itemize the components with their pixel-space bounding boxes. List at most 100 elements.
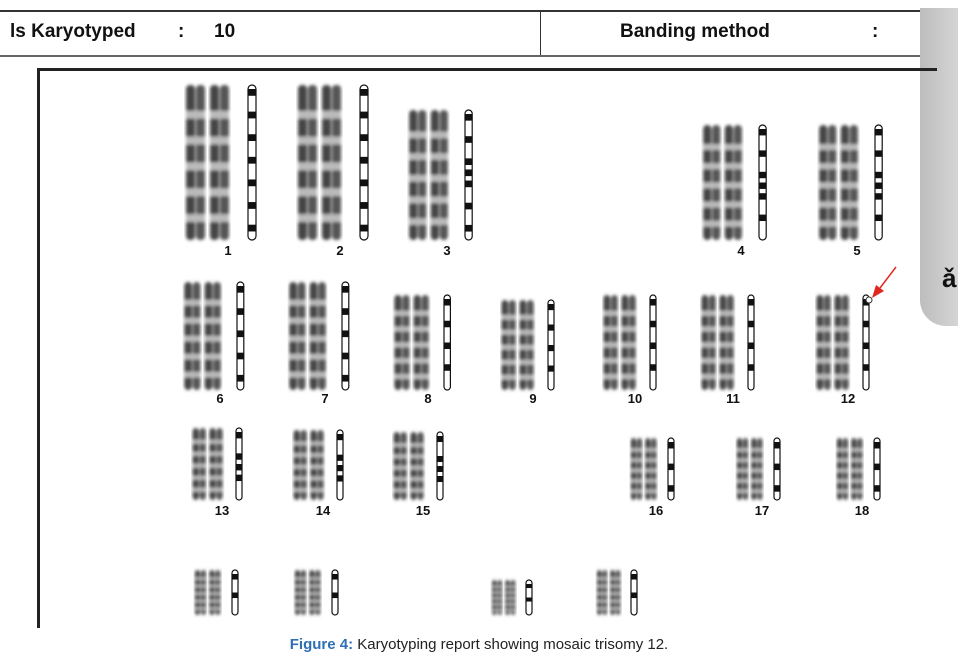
- chromosome: [630, 438, 643, 500]
- ideogram: [747, 294, 755, 391]
- chromosome-pair-22: [596, 569, 638, 616]
- chromosome-pair-9: 9: [501, 299, 555, 406]
- chromosome-label-4: 4: [737, 243, 745, 258]
- chromosome: [519, 300, 534, 390]
- chromosome-pair-5: 5: [819, 124, 883, 258]
- chromosome: [491, 580, 503, 615]
- chromosome: [309, 282, 326, 390]
- chromosome: [851, 438, 863, 500]
- chromosome: [293, 430, 307, 500]
- cells-karyotyped-value: 10: [214, 21, 236, 42]
- chromosome-label-2: 2: [336, 243, 343, 258]
- chromosome-label-8: 8: [424, 391, 431, 406]
- chromosome-pair-21: [491, 579, 533, 616]
- chromosome-pair-15: 15: [393, 431, 444, 518]
- ideogram: [525, 579, 533, 616]
- chromosome: [209, 570, 221, 615]
- ideogram: [758, 124, 767, 241]
- chromosome: [394, 295, 410, 390]
- chromosome-pair-14: 14: [293, 429, 344, 518]
- chromosome-label-5: 5: [853, 243, 860, 258]
- chromosome-label-7: 7: [321, 391, 328, 406]
- chromosome: [410, 432, 424, 500]
- chromosome: [209, 428, 223, 500]
- chromosome: [645, 438, 657, 500]
- ideogram: [873, 437, 881, 501]
- chromosome: [393, 432, 407, 500]
- karyotype-info-header: ls Karyotyped : 10 Banding method :: [0, 10, 920, 57]
- chromosome-label-9: 9: [529, 391, 536, 406]
- chromosome: [701, 295, 716, 390]
- ideogram: [464, 109, 473, 241]
- chromosome: [413, 295, 429, 390]
- chromosome: [610, 570, 621, 615]
- chromosome-pair-4: 4: [703, 124, 767, 258]
- chromosome-pair-8: 8: [394, 294, 452, 406]
- chromosome-pair-20: [294, 569, 339, 616]
- chromosome-label-11: 11: [726, 391, 740, 406]
- ideogram: [773, 437, 781, 501]
- chromosome: [184, 282, 201, 390]
- chromosome-label-1: 1: [224, 243, 231, 258]
- ideogram: [359, 84, 369, 241]
- chromosome-pair-11: 11: [701, 294, 755, 406]
- chromosome-label-16: 16: [649, 503, 663, 518]
- chromosome-label-3: 3: [443, 243, 450, 258]
- figure-caption: Figure 4: Karyotyping report showing mos…: [0, 636, 958, 653]
- ideogram: [547, 299, 555, 391]
- chromosome-label-17: 17: [755, 503, 769, 518]
- chromosome: [816, 295, 831, 390]
- chromosome: [322, 85, 341, 240]
- ideogram: [236, 281, 245, 391]
- ideogram: [341, 281, 350, 391]
- chromosome-label-14: 14: [316, 503, 331, 518]
- karyotype-figure-frame: [37, 68, 937, 628]
- ideogram: [235, 427, 243, 501]
- chromosome-pair-19: [194, 569, 239, 616]
- chromosome: [310, 430, 324, 500]
- chromosome: [751, 438, 763, 500]
- chromosome: [501, 300, 516, 390]
- chromosome-label-12: 12: [841, 391, 855, 406]
- ideogram: [336, 429, 344, 501]
- banding-method-colon: :: [872, 21, 879, 42]
- chromosome: [603, 295, 618, 390]
- chromosome: [204, 282, 221, 390]
- side-panel-glyph: ǎ: [942, 263, 957, 293]
- chromosome: [621, 295, 636, 390]
- chromosome-label-15: 15: [416, 503, 430, 518]
- chromosome: [192, 428, 206, 500]
- chromosome: [294, 570, 307, 615]
- chromosome-pair-18: 18: [836, 437, 881, 518]
- chromosome-pair-12: 12: [816, 294, 870, 406]
- chromosome: [430, 110, 448, 240]
- chromosome: [194, 570, 207, 615]
- ideogram: [862, 294, 870, 391]
- chromosome-label-13: 13: [215, 503, 229, 518]
- chromosome: [703, 125, 721, 240]
- chromosome: [736, 438, 749, 500]
- ideogram: [247, 84, 257, 241]
- caption-label: Figure 4:: [289, 636, 354, 653]
- ideogram: [667, 437, 675, 501]
- chromosome: [719, 295, 734, 390]
- chromosome: [298, 85, 317, 240]
- banding-method-label: Banding method: [620, 21, 770, 42]
- chromosome-pair-3: 3: [409, 109, 473, 258]
- chromosome-pair-6: 6: [184, 281, 245, 406]
- chromosome: [186, 85, 205, 240]
- caption-text: Karyotyping report showing mosaic trisom…: [353, 636, 669, 653]
- chromosome: [834, 295, 849, 390]
- ideogram: [630, 569, 638, 616]
- side-panel: ǎ: [920, 8, 958, 326]
- chromosome: [819, 125, 837, 240]
- chromosome: [724, 125, 742, 240]
- column-divider: [540, 12, 541, 55]
- chromosome: [409, 110, 427, 240]
- chromosome: [210, 85, 229, 240]
- chromosome-pair-13: 13: [192, 427, 243, 518]
- chromosome-label-18: 18: [855, 503, 869, 518]
- chromosome: [309, 570, 321, 615]
- chromosome: [596, 570, 608, 615]
